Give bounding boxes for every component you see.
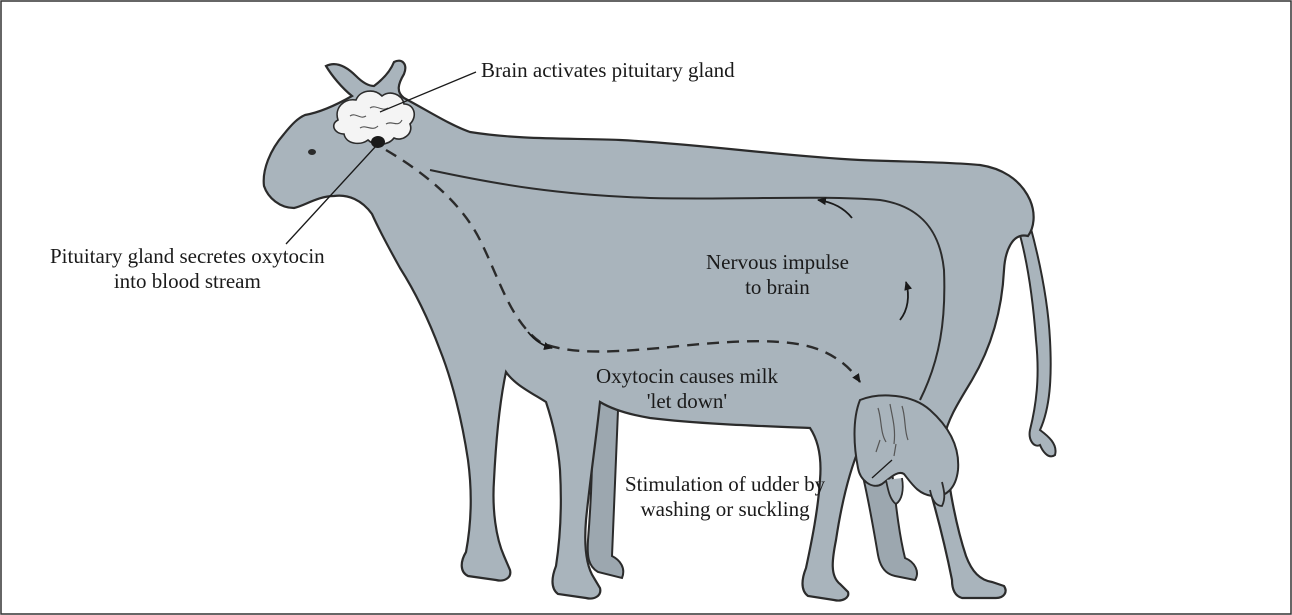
label-pituitary-line2: into blood stream xyxy=(50,269,325,294)
cow-tail xyxy=(1018,225,1056,456)
label-oxytocin-line1: Oxytocin causes milk xyxy=(596,364,778,389)
label-pituitary: Pituitary gland secretes oxytocin into b… xyxy=(50,244,325,294)
label-oxytocin: Oxytocin causes milk 'let down' xyxy=(596,364,778,414)
label-nervous-line2: to brain xyxy=(706,275,849,300)
cow-eye xyxy=(308,149,316,155)
label-brain-line1: Brain activates pituitary gland xyxy=(481,58,735,83)
label-oxytocin-line2: 'let down' xyxy=(596,389,778,414)
pituitary-gland xyxy=(371,136,385,148)
label-nervous-impulse: Nervous impulse to brain xyxy=(706,250,849,300)
label-udder-line2: washing or suckling xyxy=(625,497,825,522)
label-nervous-line1: Nervous impulse xyxy=(706,250,849,275)
label-brain: Brain activates pituitary gland xyxy=(481,58,735,83)
label-udder-line1: Stimulation of udder by xyxy=(625,472,825,497)
label-pituitary-line1: Pituitary gland secretes oxytocin xyxy=(50,244,325,269)
label-udder-stimulation: Stimulation of udder by washing or suckl… xyxy=(625,472,825,522)
